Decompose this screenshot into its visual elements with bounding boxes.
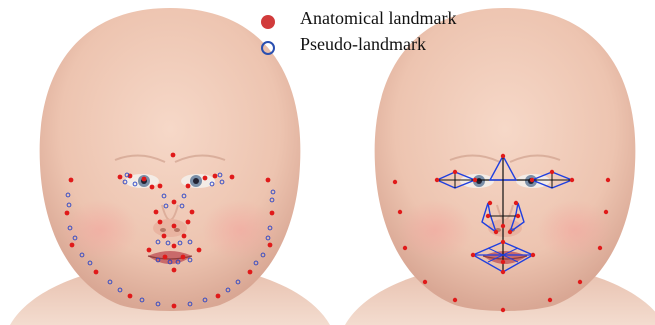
anatomical-landmark — [501, 270, 505, 274]
anatomical-landmark — [181, 255, 186, 260]
anatomical-landmark — [230, 175, 235, 180]
anatomical-landmark — [578, 280, 582, 284]
anatomical-landmark — [494, 230, 498, 234]
anatomical-landmark — [172, 244, 177, 249]
anatomical-landmark — [598, 246, 602, 250]
anatomical-landmark — [158, 220, 163, 225]
anatomical-landmark — [570, 178, 574, 182]
anatomical-landmark — [548, 298, 552, 302]
anatomical-landmark — [213, 174, 218, 179]
anatomical-landmark — [190, 210, 195, 215]
anatomical-landmark — [203, 176, 208, 181]
anatomical-landmark — [186, 220, 191, 225]
anatomical-landmark — [150, 185, 155, 190]
anatomical-landmark — [398, 210, 402, 214]
anatomical-landmark — [514, 201, 518, 205]
anatomical-landmark — [516, 214, 520, 218]
right-face-panel — [345, 8, 655, 325]
anatomical-landmark — [270, 211, 275, 216]
anatomical-landmark — [501, 154, 505, 158]
anatomical-landmark — [142, 177, 147, 182]
anatomical-landmark — [186, 184, 191, 189]
anatomical-landmark — [128, 294, 133, 299]
anatomical-landmark — [172, 224, 177, 229]
anatomical-landmark — [216, 294, 221, 299]
anatomical-landmark — [172, 304, 177, 309]
anatomical-landmark — [154, 210, 159, 215]
anatomical-landmark — [94, 270, 99, 275]
left-face-panel — [10, 8, 330, 325]
anatomical-landmark — [197, 248, 202, 253]
anatomical-landmark — [530, 178, 534, 182]
anatomical-landmark — [147, 248, 152, 253]
anatomical-legend-marker — [261, 15, 275, 29]
anatomical-landmark — [435, 178, 439, 182]
anatomical-landmark — [501, 260, 505, 264]
anatomical-landmark — [486, 214, 490, 218]
anatomical-landmark — [471, 253, 475, 257]
anatomical-landmark — [69, 178, 74, 183]
anatomical-landmark — [606, 178, 610, 182]
anatomical-landmark — [182, 234, 187, 239]
anatomical-landmark — [65, 211, 70, 216]
anatomical-landmark — [508, 230, 512, 234]
anatomical-landmark — [501, 308, 505, 312]
anatomical-landmark — [158, 184, 163, 189]
anatomical-landmark — [268, 243, 273, 248]
anatomical-landmark — [163, 255, 168, 260]
right-baby-face — [345, 8, 655, 325]
anatomical-landmark — [423, 280, 427, 284]
anatomical-landmark — [118, 175, 123, 180]
left-baby-face — [10, 8, 330, 325]
anatomical-landmark — [531, 253, 535, 257]
anatomical-landmark — [403, 246, 407, 250]
anatomical-legend-label: Anatomical landmark — [300, 8, 456, 28]
anatomical-landmark — [488, 201, 492, 205]
anatomical-landmark — [162, 234, 167, 239]
anatomical-landmark — [501, 240, 505, 244]
anatomical-landmark — [171, 153, 176, 158]
anatomical-landmark — [501, 224, 505, 228]
anatomical-landmark — [248, 270, 253, 275]
anatomical-landmark — [473, 178, 477, 182]
anatomical-landmark — [393, 180, 397, 184]
anatomical-landmark — [172, 268, 177, 273]
anatomical-landmark — [550, 170, 554, 174]
anatomical-landmark — [453, 170, 457, 174]
anatomical-landmark — [172, 200, 177, 205]
anatomical-landmark — [453, 298, 457, 302]
anatomical-landmark — [604, 210, 608, 214]
anatomical-landmark — [70, 243, 75, 248]
anatomical-landmark — [266, 178, 271, 183]
pseudo-legend-label: Pseudo-landmark — [300, 34, 426, 54]
